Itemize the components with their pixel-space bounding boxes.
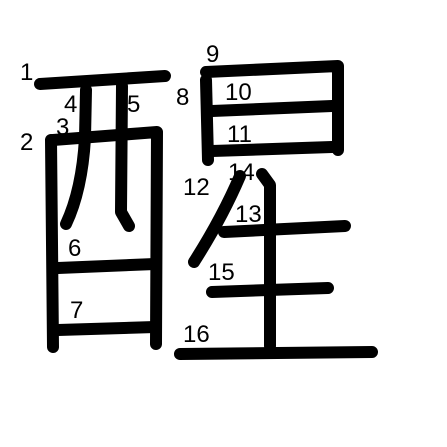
- stroke-number-13: 13: [235, 201, 262, 228]
- stroke-number-5: 5: [127, 91, 140, 118]
- stroke-2: [45, 134, 59, 353]
- stroke-number-3: 3: [56, 114, 69, 141]
- stroke-number-7: 7: [70, 297, 83, 324]
- stroke-number-1: 1: [20, 59, 33, 86]
- stroke-4: [60, 84, 92, 230]
- stroke-number-14: 14: [228, 159, 255, 186]
- stroke-number-labels: 1 2 3 4 5 6 7 8 9 10 11 12 13 14 15 16: [20, 41, 262, 348]
- stroke-number-12: 12: [183, 174, 210, 201]
- stroke-8: [200, 74, 214, 166]
- stroke-16: [174, 346, 378, 360]
- stroke-number-8: 8: [176, 84, 189, 111]
- stroke-7: [52, 321, 161, 336]
- phonetic-star-strokes: [174, 60, 378, 360]
- stroke-6: [52, 258, 161, 274]
- stroke-5: [115, 80, 135, 232]
- stroke-number-11: 11: [227, 121, 252, 148]
- stroke-number-15: 15: [208, 259, 235, 286]
- stroke-12: [188, 170, 246, 268]
- stroke-number-16: 16: [183, 321, 210, 348]
- radical-sake-strokes: [34, 70, 171, 353]
- stroke-15: [206, 282, 334, 298]
- stroke-10: [206, 100, 338, 117]
- stroke-14: [256, 168, 276, 352]
- stroke-1: [34, 70, 171, 90]
- stroke-number-10: 10: [225, 79, 252, 106]
- stroke-9: [200, 60, 344, 156]
- stroke-number-2: 2: [20, 129, 33, 156]
- stroke-number-9: 9: [206, 41, 219, 68]
- stroke-number-4: 4: [64, 91, 77, 118]
- stroke-13: [218, 220, 351, 238]
- stroke-number-6: 6: [68, 235, 81, 262]
- stroke-11: [206, 141, 338, 157]
